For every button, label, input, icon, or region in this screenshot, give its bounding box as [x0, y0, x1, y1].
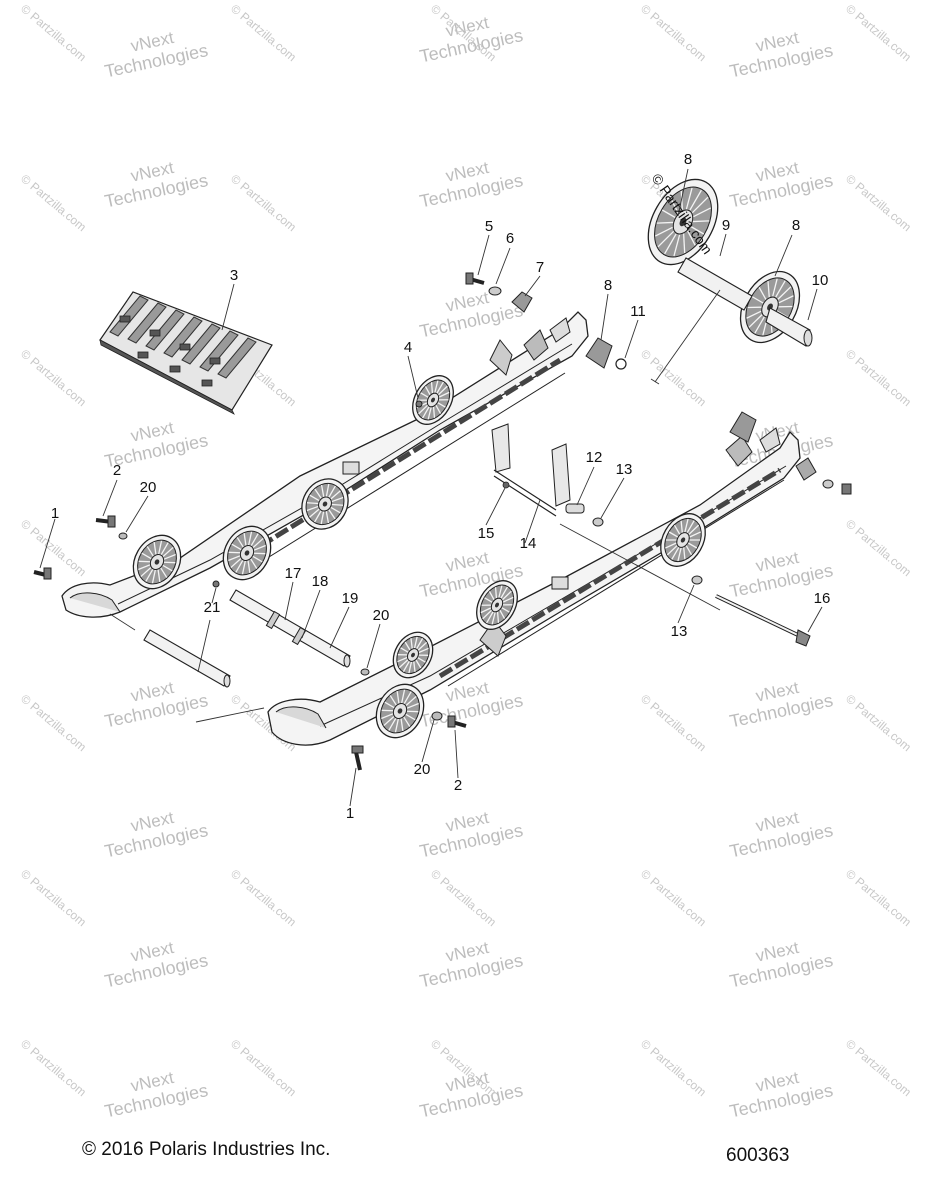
- part-16-long-bolt: [715, 594, 811, 647]
- callout-12: 12: [586, 449, 603, 466]
- idler-wheels: [132, 178, 801, 739]
- callout-20: 20: [373, 607, 390, 624]
- callout-18: 18: [312, 573, 329, 590]
- idler-wheel: [132, 534, 182, 590]
- callout-6: 6: [506, 230, 514, 247]
- idler-wheel: [412, 375, 454, 425]
- callout-16: 16: [814, 590, 831, 607]
- idler-wheel: [222, 525, 272, 581]
- site-watermark: © Partzilla.com: [18, 517, 89, 580]
- diagram-number: 600363: [726, 1145, 790, 1166]
- part-3-track-pad: [99, 291, 273, 415]
- idler-wheel: [660, 513, 706, 567]
- callout-1: 1: [51, 505, 59, 522]
- site-watermark: © Partzilla.com: [843, 692, 914, 755]
- callout-20: 20: [414, 761, 431, 778]
- site-watermark: © Partzilla.com: [228, 867, 299, 930]
- idler-wheel: [392, 631, 434, 679]
- idler-wheel: [476, 580, 518, 630]
- callout-7: 7: [536, 259, 544, 276]
- callout-17: 17: [285, 565, 302, 582]
- site-watermark: © Partzilla.com: [18, 347, 89, 410]
- site-watermark: © Partzilla.com: [18, 1037, 89, 1100]
- callout-8: 8: [684, 151, 692, 168]
- site-watermark: © Partzilla.com: [228, 172, 299, 235]
- site-watermark: © Partzilla.com: [843, 517, 914, 580]
- left-rail: [61, 311, 589, 618]
- callout-20: 20: [140, 479, 157, 496]
- site-watermark: © Partzilla.com: [228, 1037, 299, 1100]
- leader-lines: [39, 168, 823, 807]
- callout-8: 8: [792, 217, 800, 234]
- site-watermark: © Partzilla.com: [843, 347, 914, 410]
- callout-5: 5: [485, 218, 493, 235]
- callout-14: 14: [520, 535, 537, 552]
- callout-4: 4: [404, 339, 412, 356]
- site-watermark: © Partzilla.com: [638, 1037, 709, 1100]
- site-watermark: © Partzilla.com: [18, 2, 89, 65]
- callout-21: 21: [204, 599, 221, 616]
- idler-wheel: [375, 683, 425, 739]
- site-watermark: © Partzilla.com: [843, 172, 914, 235]
- part-14-cross-brace: [491, 423, 585, 517]
- callout-13: 13: [671, 623, 688, 640]
- site-watermark: © Partzilla.com: [228, 2, 299, 65]
- callout-8: 8: [604, 277, 612, 294]
- callout-10: 10: [812, 272, 829, 289]
- idler-wheel: [647, 178, 719, 266]
- part-21-shaft: [143, 629, 231, 688]
- site-watermark: © Partzilla.com: [638, 867, 709, 930]
- small-fasteners: [33, 272, 852, 771]
- site-watermark: © Partzilla.com: [638, 692, 709, 755]
- callout-19: 19: [342, 590, 359, 607]
- site-watermark: © Partzilla.com: [843, 1037, 914, 1100]
- copyright-notice: © 2016 Polaris Industries Inc.: [82, 1139, 331, 1160]
- callout-2: 2: [113, 462, 121, 479]
- callout-9: 9: [722, 217, 730, 234]
- callout-11: 11: [630, 303, 646, 320]
- site-watermark: © Partzilla.com: [843, 2, 914, 65]
- site-watermark: © Partzilla.com: [18, 867, 89, 930]
- site-watermark: © Partzilla.com: [18, 692, 89, 755]
- callout-13: 13: [616, 461, 633, 478]
- site-watermark: © Partzilla.com: [18, 172, 89, 235]
- site-watermark: © Partzilla.com: [638, 2, 709, 65]
- callout-3: 3: [230, 267, 238, 284]
- site-watermark: © Partzilla.com: [843, 867, 914, 930]
- site-watermark: © Partzilla.com: [428, 867, 499, 930]
- callout-1: 1: [346, 805, 354, 822]
- callout-15: 15: [478, 525, 495, 542]
- part-17-19-axle-shaft: [229, 589, 351, 668]
- idler-wheel: [301, 478, 349, 530]
- callout-2: 2: [454, 777, 462, 794]
- part-9-rear-axle: [677, 257, 813, 347]
